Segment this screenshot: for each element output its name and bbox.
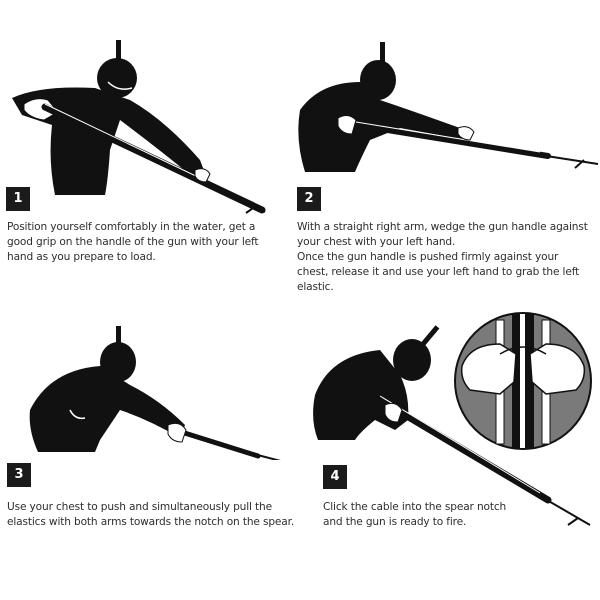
diver-loading-step-1-illustration xyxy=(12,40,266,214)
step-3-badge: 3 xyxy=(7,463,31,487)
step-2-badge: 2 xyxy=(297,187,321,211)
step-2-text-line-1: With a straight right arm, wedge the gun… xyxy=(297,221,588,248)
diver-loading-step-2-illustration xyxy=(298,42,599,172)
diver-loading-step-4-illustration xyxy=(313,325,591,526)
hands-closeup-inset xyxy=(454,312,592,450)
step-2-text-line-2: Once the gun handle is pushed firmly aga… xyxy=(297,251,580,293)
step-1-caption: Position yourself comfortably in the wat… xyxy=(7,221,259,263)
diver-loading-step-3-illustration xyxy=(29,326,281,460)
step-4-caption: Click the cable into the spear notch and… xyxy=(323,501,507,528)
step-1-badge: 1 xyxy=(6,187,30,211)
step-3-caption: Use your chest to push and simultaneousl… xyxy=(7,501,295,528)
step-2-caption: With a straight right arm, wedge the gun… xyxy=(297,220,592,295)
step-4-badge: 4 xyxy=(323,465,347,489)
